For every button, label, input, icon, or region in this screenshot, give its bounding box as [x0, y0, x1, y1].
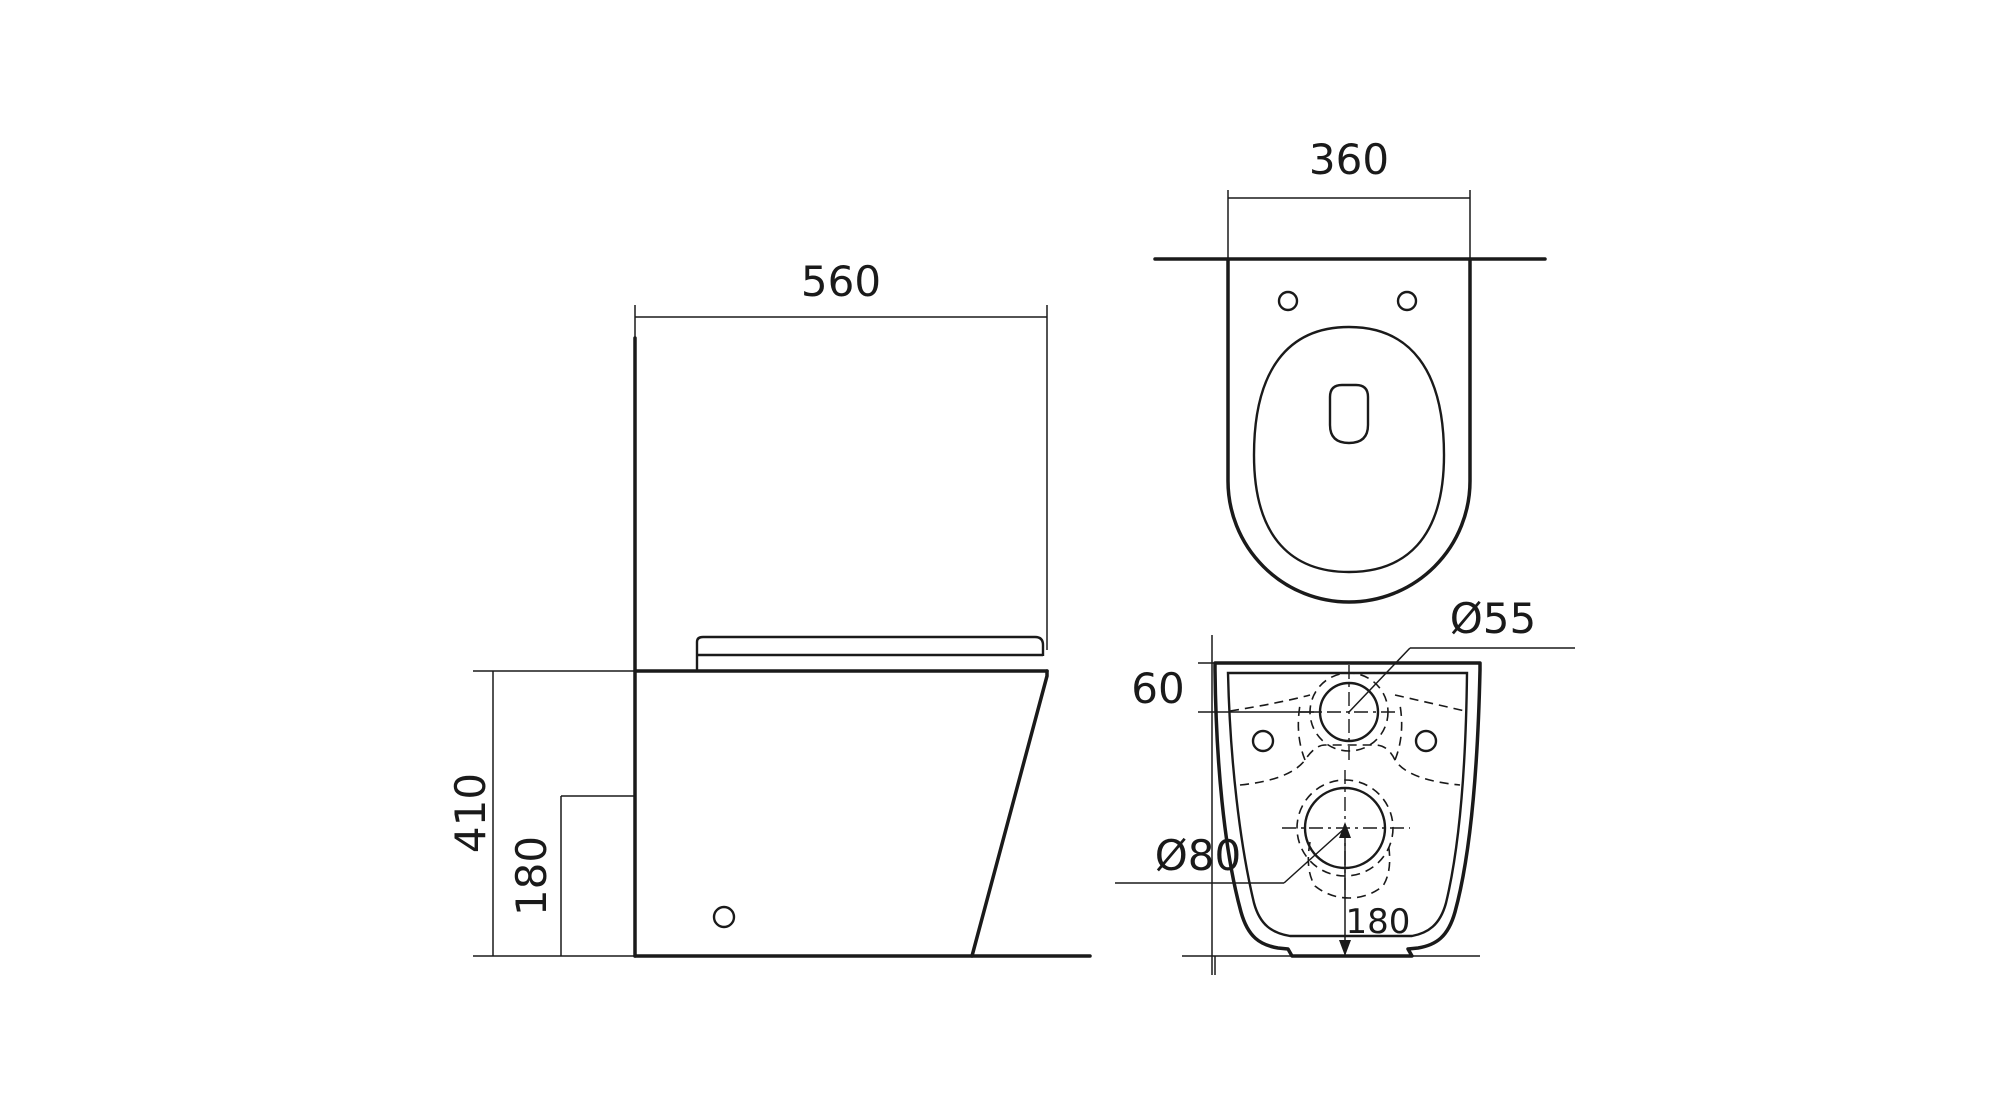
side-width-label: 560 [801, 257, 881, 306]
rear-outlet-arrow-bottom [1339, 940, 1351, 956]
hidden-channel-5 [1394, 704, 1403, 761]
inlet-diameter-label: Ø55 [1450, 594, 1537, 643]
rear-mount-hole-left [1251, 729, 1275, 753]
bowl-front [970, 669, 1049, 958]
outlet-diameter-label: Ø80 [1155, 831, 1242, 880]
hidden-channel-3 [1239, 744, 1461, 786]
seat-lid [695, 635, 1045, 670]
side-outlet-height-label: 180 [507, 836, 556, 916]
inlet-offset-label: 60 [1131, 664, 1184, 713]
hinge-hole-right [1396, 290, 1418, 312]
hidden-channel-6 [1307, 841, 1391, 899]
rear-inner-outline [1226, 671, 1469, 938]
hidden-channel-2 [1394, 694, 1466, 712]
rear-outlet-arrow-top [1339, 822, 1351, 838]
side-bolt-hole [712, 905, 736, 929]
seat-outline [1252, 325, 1446, 574]
bowl-opening [1328, 383, 1370, 445]
top-view: 360 [1153, 135, 1547, 604]
side-view: 560 410 180 [446, 257, 1092, 958]
side-height-label: 410 [446, 773, 495, 853]
rear-mount-hole-right [1414, 729, 1438, 753]
outlet-leader [1283, 827, 1346, 884]
top-width-label: 360 [1309, 135, 1389, 184]
hidden-channel-4 [1297, 704, 1306, 761]
bowl-outer-outline [1226, 257, 1472, 604]
rear-outlet-height-label: 180 [1346, 902, 1411, 942]
inlet-leader [1348, 647, 1411, 713]
rear-view: Ø55 Ø80 180 60 [1115, 594, 1575, 975]
hinge-hole-left [1277, 290, 1299, 312]
hidden-channel-1 [1229, 694, 1311, 712]
